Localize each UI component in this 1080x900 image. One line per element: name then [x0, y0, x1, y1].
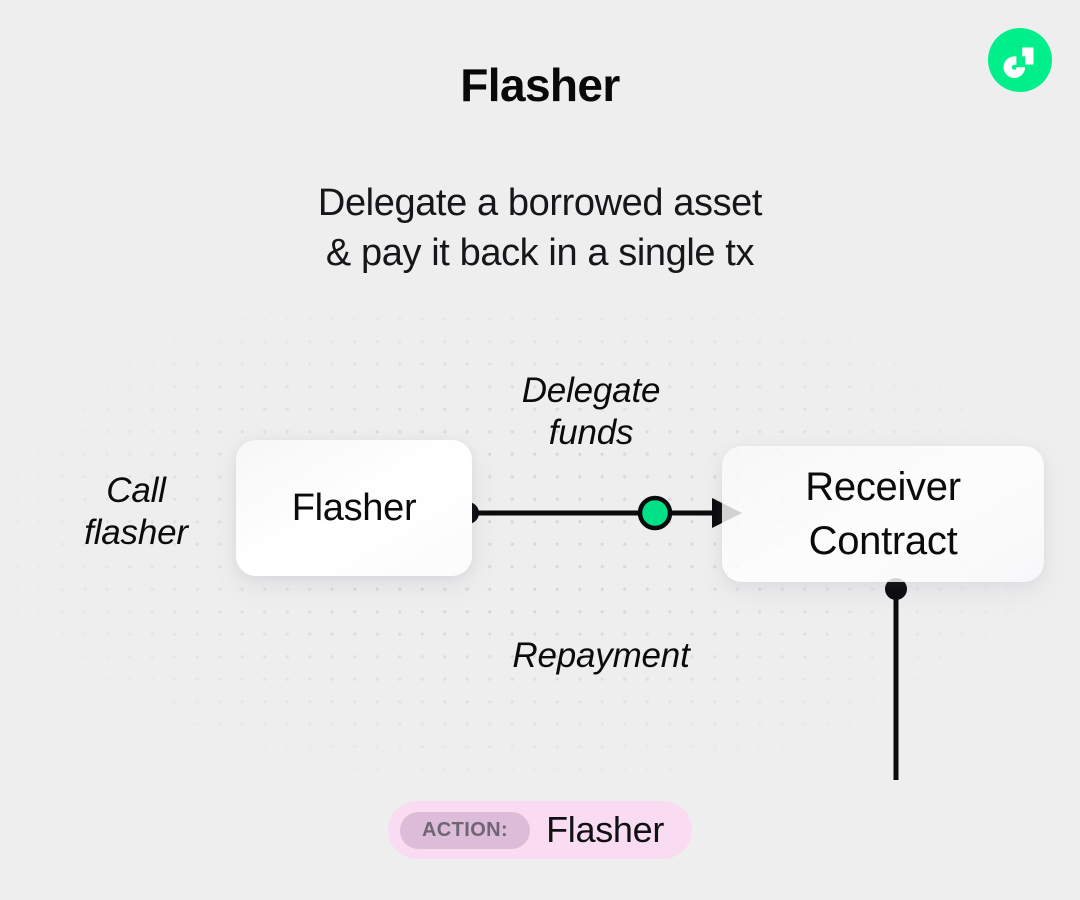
- label-delegate-funds: Delegate funds: [476, 370, 706, 454]
- node-flasher-label: Flasher: [291, 487, 417, 529]
- label-delegate-funds-line-2: funds: [548, 413, 634, 452]
- node-flasher[interactable]: Flasher: [236, 440, 472, 576]
- node-receiver-label: Receiver Contract: [805, 460, 961, 568]
- action-badge-tag: ACTION:: [399, 811, 531, 849]
- action-badge: ACTION: Flasher: [387, 801, 693, 859]
- edge-source-dot-receiver: [885, 578, 907, 600]
- label-repayment: Repayment: [466, 635, 736, 677]
- label-delegate-funds-line-1: Delegate: [521, 371, 661, 410]
- node-receiver-label-line-2: Contract: [808, 519, 958, 563]
- label-call-flasher: Call flasher: [42, 470, 230, 554]
- label-call-flasher-line-2: flasher: [84, 513, 188, 552]
- page-title: Flasher: [460, 59, 620, 111]
- label-repayment-text: Repayment: [512, 636, 690, 675]
- label-call-flasher-line-1: Call: [106, 471, 166, 510]
- node-receiver-contract[interactable]: Receiver Contract: [722, 446, 1044, 582]
- flow-logo-icon: [988, 28, 1052, 92]
- page-subtitle: Delegate a borrowed asset & pay it back …: [0, 178, 1080, 278]
- subtitle-line-1: Delegate a borrowed asset: [317, 182, 763, 224]
- flow-logo-svg: [988, 28, 1052, 92]
- edge-accent-dot-delegate: [637, 495, 673, 531]
- subtitle-line-2: & pay it back in a single tx: [325, 232, 755, 274]
- edge-repayment: [893, 588, 899, 780]
- node-receiver-label-line-1: Receiver: [805, 465, 961, 509]
- flow-diagram: Flasher Receiver Contract Call flasher D…: [0, 300, 1080, 780]
- action-badge-value: Flasher: [546, 809, 665, 850]
